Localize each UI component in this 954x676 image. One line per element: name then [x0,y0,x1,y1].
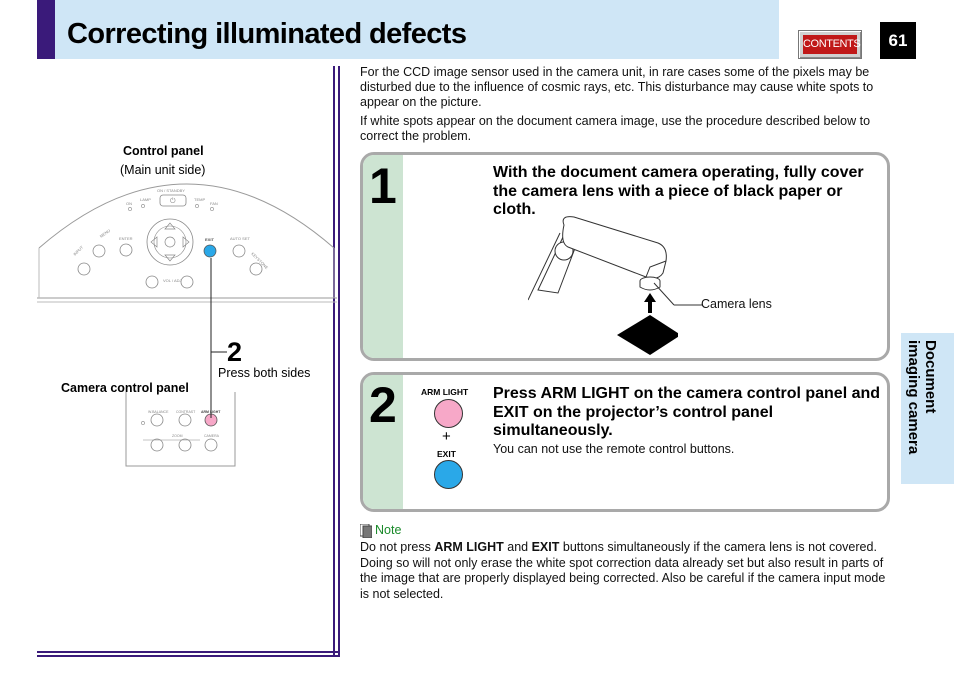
panel-label-enter: ENTER [119,236,133,241]
control-panel-title: Control panel [123,144,204,158]
document-camera-illustration [528,216,678,355]
contents-button[interactable]: CONTENTS [798,30,862,59]
callout-number: 2 [227,337,243,367]
camera-lens-label: Camera lens [701,297,772,311]
arm-light-button-icon [434,399,463,428]
header-accent [37,0,55,59]
panel-label-on: ON [126,201,132,206]
note-emphasis: ARM LIGHT [434,540,504,554]
step-number: 2 [369,377,397,433]
page-number: 61 [880,22,916,59]
camera-panel-title: Camera control panel [61,381,189,395]
side-tab-line2: imaging camera [905,340,922,455]
svg-text:⏻: ⏻ [170,197,176,205]
panel-label-on-standby: ON / STANDBY [157,188,185,193]
left-frame-border [333,66,335,656]
header-bar [37,0,779,59]
step-strip [363,375,403,509]
step-number: 1 [369,158,397,214]
side-tab[interactable] [901,333,954,484]
step-heading: With the document camera operating, full… [493,164,864,218]
panel-label-zoom: ZOOM [172,434,183,438]
left-frame-border [338,66,340,656]
note-label: Note [375,523,402,537]
control-panel-illustration: ON / STANDBY ⏻ ON LAMP TEMP FAN MENU ENT… [37,183,337,303]
panel-label-w-balance: W.BALANCE [148,410,169,414]
step-heading: Press ARM LIGHT on the camera control pa… [493,385,881,439]
panel-label-contrast: CONTRAST [176,410,196,414]
panel-label-input: INPUT [72,244,84,256]
callout-text: Press both sides [218,366,311,380]
side-tab-line1: Document [922,340,939,414]
callout-lines [210,258,227,418]
exit-button-icon [434,460,463,489]
page-title: Correcting illuminated defects [67,18,467,50]
exit-label: EXIT [437,449,456,459]
note-text: Do not press ARM LIGHT and EXIT buttons … [360,540,886,601]
panel-label-vol-adj: VOL / ADJ [163,278,182,283]
panel-label-camera: CAMERA [204,434,220,438]
step-2-box: 2 ARM LIGHT + EXIT Press ARM LIGHT on th… [360,372,890,512]
intro-paragraph: For the CCD image sensor used in the cam… [360,65,874,109]
side-tab-label: Document imaging camera [905,340,939,454]
panel-label-menu: MENU [99,228,112,239]
panel-label-exit: EXIT [205,237,214,242]
note-icon [360,524,372,538]
control-panel-subtitle: (Main unit side) [120,163,206,177]
arm-light-label: ARM LIGHT [421,387,469,397]
panel-label-lamp: LAMP [140,197,151,202]
step-note: You can not use the remote control butto… [493,442,735,456]
callout-line [653,282,702,306]
panel-label-fan: FAN [210,201,218,206]
intro-paragraph: If white spots appear on the document ca… [360,114,871,143]
left-frame-border [37,655,340,657]
panel-label-auto-set: AUTO SET [230,236,250,241]
note-emphasis: EXIT [531,540,560,554]
panel-label-temp: TEMP [194,197,205,202]
step-1-box: 1 With the document camera operating, fu… [360,152,890,361]
left-frame-border [37,651,340,653]
contents-label: CONTENTS [803,35,861,54]
plus-sign: + [442,428,451,445]
step-strip [363,155,403,358]
